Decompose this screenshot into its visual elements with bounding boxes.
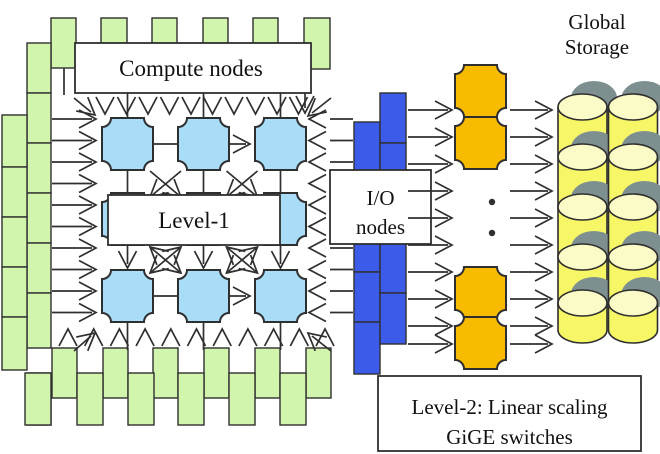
- compute-nodes-label-box: [74, 42, 312, 94]
- level2-label-line2: GiGE switches: [446, 425, 573, 449]
- compute-node-bricks: [1, 17, 332, 426]
- global-storage-label-line1: Global: [568, 10, 625, 34]
- arrows-io-to-level2: [408, 100, 453, 354]
- io-nodes-label-line1: I/O: [367, 186, 395, 210]
- level2-label-line1: Level-2: Linear scaling: [412, 395, 608, 419]
- arrows-level2-to-storage: [510, 100, 553, 354]
- ellipsis-dot: [488, 229, 496, 237]
- level1-label: Level-1: [158, 208, 230, 233]
- level1-label-box: [107, 194, 281, 246]
- global-storage-label-line2: Storage: [565, 35, 629, 59]
- fabric-arrows-left: [52, 109, 97, 323]
- level2-label-box: [377, 375, 642, 452]
- io-nodes-label-box: [329, 169, 432, 245]
- level1-interconnects: [117, 134, 291, 306]
- fabric-arrows-bottom: [58, 322, 335, 350]
- storage-disk-stacks: [557, 80, 660, 344]
- level2-switches: [454, 64, 507, 370]
- io-nodes-label-line2: nodes: [356, 215, 405, 239]
- ellipsis-dot: [488, 198, 496, 206]
- compute-nodes-label: Compute nodes: [119, 56, 263, 81]
- fabric-arrows-corners: [73, 96, 332, 352]
